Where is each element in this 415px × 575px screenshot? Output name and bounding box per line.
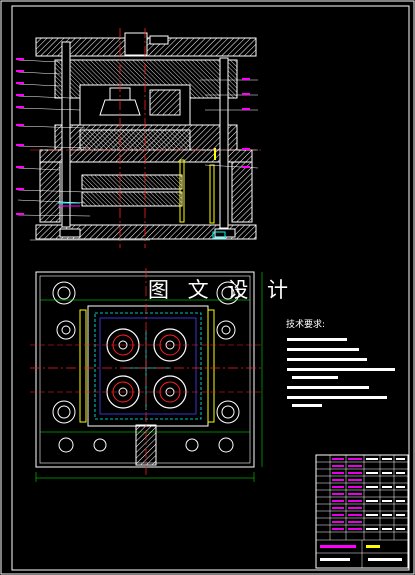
ejector-plate: [81, 191, 183, 207]
mold-section-view: [16, 28, 262, 248]
bottom-clamp-plate: [35, 224, 257, 240]
ejector-pin-yellow: [179, 159, 185, 223]
part-callout-marks: [16, 58, 250, 215]
tech-notes-lines: [287, 338, 395, 407]
plan-cavity-frame: [87, 305, 209, 427]
title-block: [315, 454, 409, 569]
plan-side-bars: [79, 309, 215, 423]
return-pin-yellow: [209, 164, 215, 224]
sprue-bushing: [124, 32, 148, 56]
plan-guide-holes: [52, 281, 240, 453]
spacer-block-right: [231, 161, 253, 223]
guide-pillar-left: [61, 41, 71, 228]
spacer-block-left: [39, 161, 61, 223]
tech-requirements-title: 技术要求:: [286, 320, 326, 330]
watermark-text: 图 文 设 计: [148, 278, 295, 302]
plan-dimension-lines: [35, 272, 263, 482]
inner-frame: [11, 5, 410, 571]
ejector-retainer-plate: [81, 174, 183, 190]
mold-plan-view: [30, 268, 263, 482]
leader-lines-left: [17, 59, 91, 217]
guide-pillar-right: [219, 57, 229, 229]
